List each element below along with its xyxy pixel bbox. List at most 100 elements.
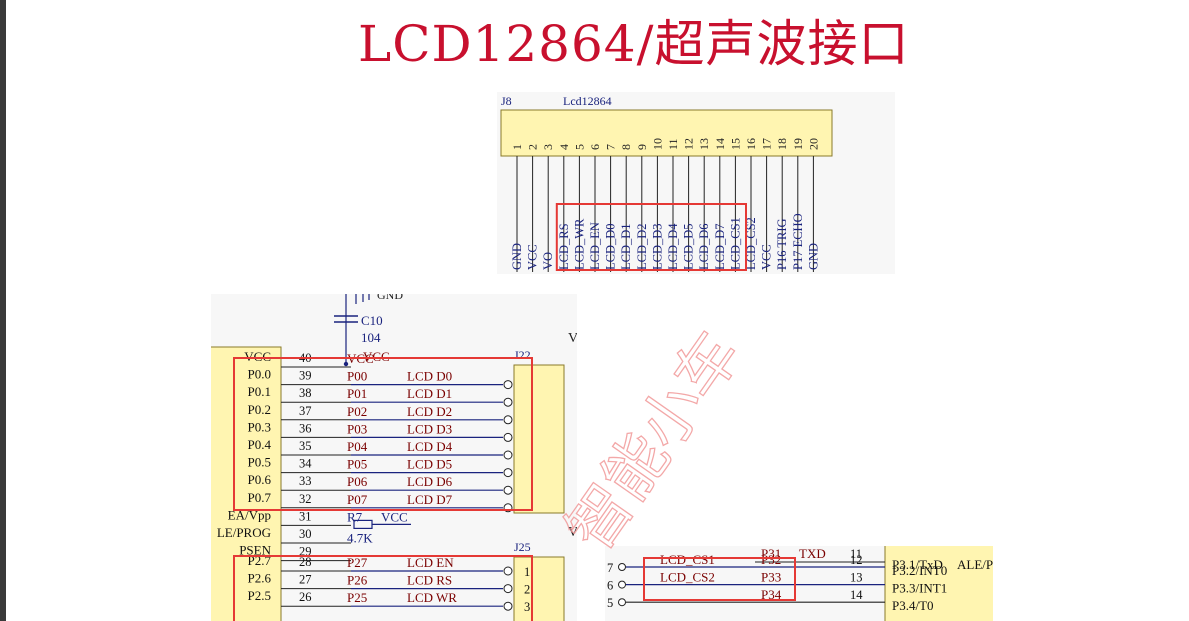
j8-pin-number: 19 — [791, 138, 805, 150]
p3-header-pin-number: 5 — [607, 596, 613, 610]
mcu-chip-pin-label: P0.6 — [248, 472, 272, 487]
j8-pin-number: 16 — [744, 138, 758, 150]
mcu-chip-pin-label: P2.5 — [248, 588, 271, 603]
j8-net-label: P16 TRIG — [775, 218, 789, 270]
net-label: LCD D5 — [407, 457, 452, 472]
page-title: LCD12864/超声波接口 — [358, 15, 910, 73]
header-pin-socket — [503, 450, 513, 460]
p3-chip-pin-label: P3.3/INT1 — [892, 581, 947, 596]
header-pin-socket — [503, 380, 513, 390]
p3-chip-pin-label: ALE/P — [957, 557, 993, 572]
mcu-pin-number: 34 — [299, 457, 312, 471]
mcu-pin-number: 32 — [299, 492, 312, 506]
j25-ref: J25 — [514, 540, 531, 554]
watermark-text: 智能小车 — [552, 319, 754, 564]
mcu-chip-pin-label: P0.7 — [248, 490, 272, 505]
net-label: LCD WR — [407, 590, 457, 605]
j8-pin-number: 7 — [604, 144, 618, 150]
p3-header-socket — [618, 563, 626, 571]
mcu-port-label: P04 — [347, 439, 368, 454]
p3-header-socket — [618, 580, 626, 589]
j8-pin-number: 12 — [682, 138, 696, 150]
j8-net-label: VCC — [526, 244, 540, 270]
net-label: LCD D4 — [407, 439, 453, 454]
j8-net-label: LCD_CS2 — [744, 217, 758, 270]
j8-net-label: LCD_D3 — [650, 223, 664, 270]
mcu-chip-body — [211, 346, 282, 621]
mcu-port-label: P02 — [347, 404, 367, 419]
j8-net-label: LCD_D6 — [697, 223, 711, 270]
mcu-chip-pin-label: VCC — [244, 349, 271, 364]
window-edge — [0, 0, 6, 621]
j8-pin-number: 18 — [775, 138, 789, 150]
mcu-pin-number: 35 — [299, 439, 312, 453]
j8-pin-number: 17 — [760, 138, 774, 150]
j8-pin-number: 2 — [526, 144, 540, 150]
net-label: LCD D6 — [407, 474, 453, 489]
mcu-pin-number: 33 — [299, 474, 312, 488]
j8-net-label: GND — [510, 243, 524, 270]
j8-pin-number: 1 — [510, 144, 524, 150]
j8-pin-number: 5 — [572, 144, 586, 150]
mcu-chip-pin-label: LE/PROG — [217, 525, 271, 540]
mcu-chip-pin-label: P0.0 — [248, 367, 271, 382]
r7-ref: R7 — [347, 509, 363, 524]
edge-label: V — [568, 525, 577, 540]
j8-net-label: LCD_D2 — [635, 223, 649, 270]
mcu-chip-pin-label: P0.5 — [248, 455, 271, 470]
j8-pin-number: 3 — [541, 144, 555, 150]
j8-header-body — [500, 109, 833, 157]
header-pin-socket — [503, 584, 513, 594]
net-label: LCD D2 — [407, 404, 452, 419]
net-label: LCD D1 — [407, 386, 452, 401]
header-pin-socket — [503, 485, 513, 495]
edge-label: V — [568, 331, 577, 346]
mcu-pin-number: 30 — [299, 527, 312, 541]
mcu-chip-pin-label: P0.1 — [248, 384, 271, 399]
j8-net-label: LCD_D5 — [682, 223, 696, 270]
j8-pin-number: 20 — [806, 138, 820, 150]
j8-net-label: LCD_D0 — [604, 223, 618, 270]
mcu-pin-number: 39 — [299, 369, 312, 383]
j8-net-label: GND — [806, 243, 820, 270]
j8-net-label: LCD_WR — [572, 218, 586, 270]
j8-pin-number: 13 — [697, 138, 711, 150]
j8-lcd-highlight — [555, 203, 747, 271]
mcu-pin-number: 26 — [299, 590, 312, 604]
header-pin-socket — [503, 468, 513, 478]
mcu-pin-number: 28 — [299, 555, 312, 569]
port2-highlight — [233, 555, 533, 621]
j8-pin-number: 4 — [557, 144, 571, 150]
j8-net-label: LCD_EN — [588, 222, 602, 270]
j8-net-label: LCD_CS1 — [728, 217, 742, 270]
j8-pin-number: 6 — [588, 144, 602, 150]
p3-header-pin-number: 7 — [607, 561, 613, 575]
p3-cs-highlight — [643, 557, 796, 601]
p3-port-label: P33 — [761, 570, 781, 585]
c10-value: 104 — [361, 330, 381, 345]
mcu-port-label: P05 — [347, 457, 367, 472]
header-pin-socket — [503, 601, 513, 611]
header-pin-socket — [503, 415, 513, 425]
net-label: LCD EN — [407, 555, 454, 570]
j22-body — [513, 364, 565, 514]
vcc-net-label: VCC — [363, 349, 390, 364]
mcu-pin-number: 38 — [299, 386, 312, 400]
p3-chip-pin-label: P3.1/TxD — [892, 557, 943, 572]
mcu-chip-pin-label: EA/Vpp — [228, 507, 271, 522]
mcu-port-label: P00 — [347, 369, 367, 384]
header-pin-number: 1 — [524, 565, 530, 579]
mcu-port-label: P26 — [347, 573, 368, 588]
p3-port-label: P34 — [761, 587, 782, 602]
mcu-port-label: P03 — [347, 421, 367, 436]
j8-net-label: LCD_D7 — [713, 223, 727, 270]
p3-chip-body — [884, 546, 993, 621]
p3-pin-number: 14 — [850, 588, 863, 602]
j8-ref: J8 — [501, 94, 512, 108]
gnd-label: GND — [377, 294, 403, 302]
